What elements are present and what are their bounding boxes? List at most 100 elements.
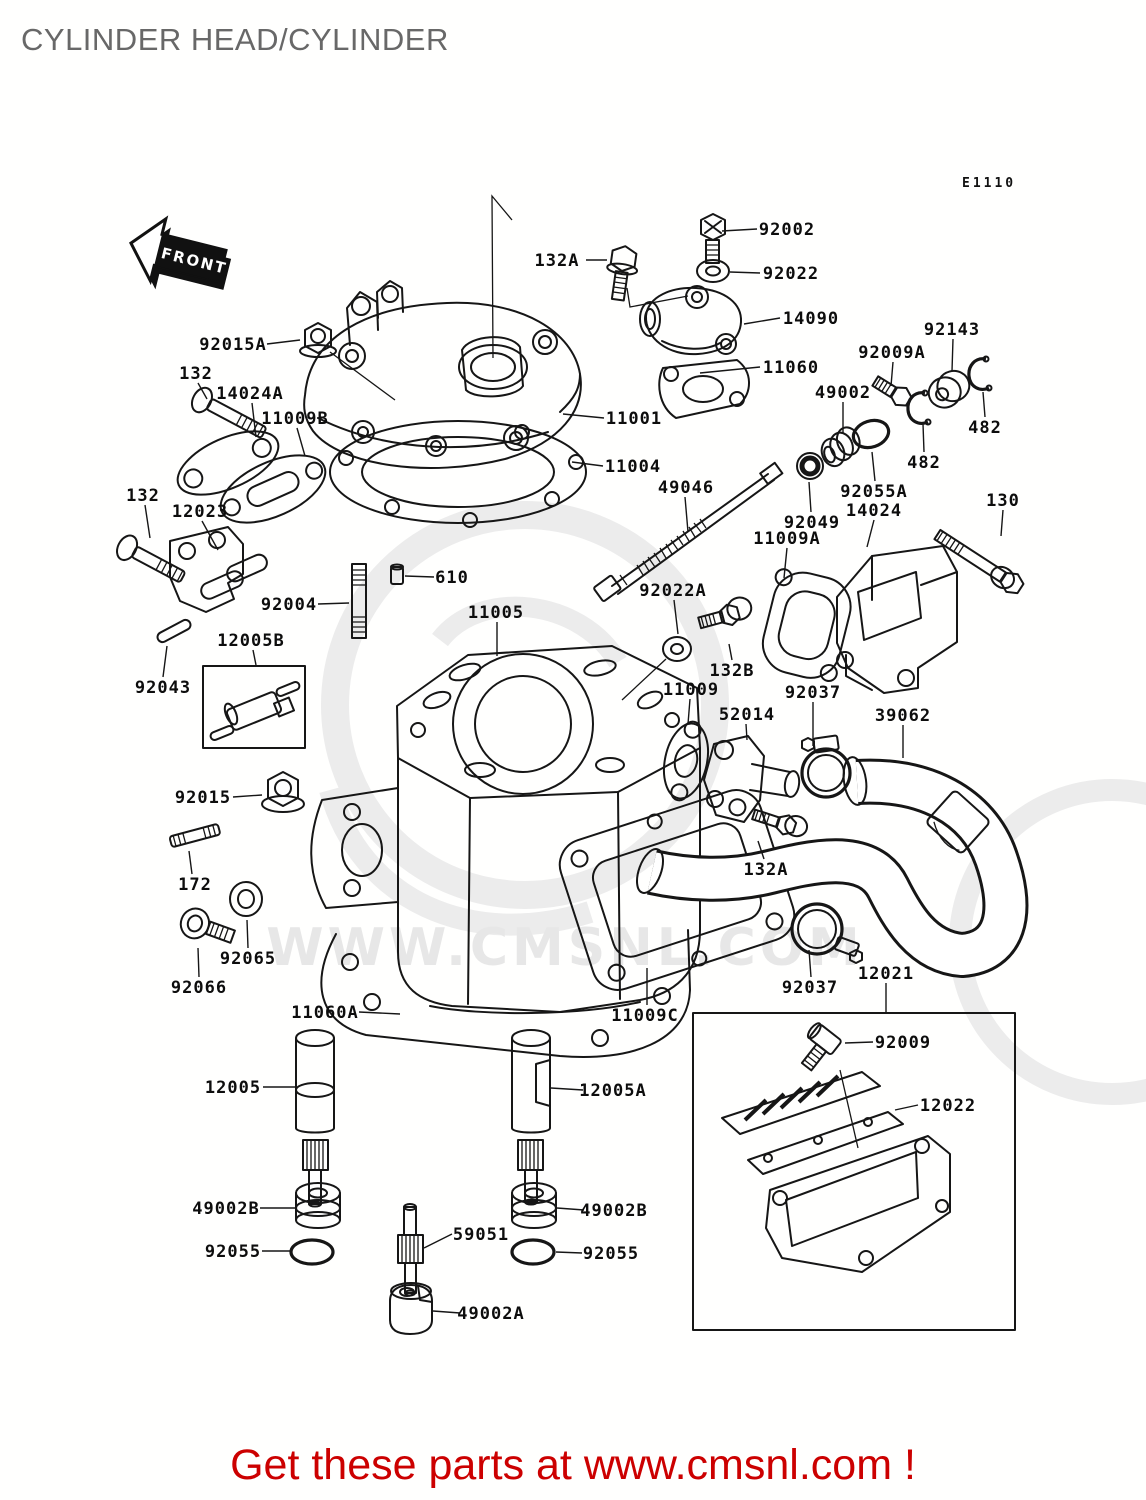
reed-block: [765, 1135, 951, 1273]
actuator-box-12005B: [202, 665, 306, 749]
bolt-132A-lower: [751, 808, 809, 838]
part-label-49002a-43[interactable]: 49002A: [457, 1304, 524, 1324]
part-label-92015-48[interactable]: 92015: [175, 788, 231, 808]
part-label-39062-29[interactable]: 39062: [875, 706, 931, 726]
leader-line-92066: [197, 947, 200, 978]
leader-line-12005b: [252, 649, 257, 666]
part-label-49002-20[interactable]: 49002: [815, 383, 871, 403]
leader-line-92022a: [673, 599, 679, 635]
part-label-11060a-52[interactable]: 11060A: [291, 1003, 358, 1023]
part-label-92009-34[interactable]: 92009: [875, 1033, 931, 1053]
cover-plate-14024A: [176, 430, 280, 496]
hose-clamp-92037-top: [800, 734, 852, 799]
leader-line-92002: [721, 228, 758, 232]
part-label-132a-30[interactable]: 132A: [744, 860, 789, 880]
part-label-92055-42[interactable]: 92055: [583, 1244, 639, 1264]
reed-plate-12022: [747, 1111, 904, 1175]
gear-59051: [397, 1203, 424, 1297]
part-label-92022a-24[interactable]: 92022A: [639, 581, 706, 601]
o-ring-92055-right: [510, 1238, 556, 1266]
part-label-11009-26[interactable]: 11009: [663, 680, 719, 700]
bolt-92066: [179, 907, 236, 944]
part-label-92022-1[interactable]: 92022: [763, 264, 819, 284]
part-label-12023-12[interactable]: 12023: [172, 502, 228, 522]
part-label-92065-50[interactable]: 92065: [220, 949, 276, 969]
leader-line-59051: [423, 1233, 453, 1249]
part-label-92004-44[interactable]: 92004: [261, 595, 317, 615]
leader-line-92037: [808, 949, 812, 978]
washer-49002B-left: [295, 1182, 341, 1229]
part-label-12005a-37[interactable]: 12005A: [579, 1081, 646, 1101]
part-label-49002b-40[interactable]: 49002B: [580, 1201, 647, 1221]
part-label-12021-32[interactable]: 12021: [858, 964, 914, 984]
part-label-11001-9[interactable]: 11001: [606, 409, 662, 429]
part-label-92055a-16[interactable]: 92055A: [840, 482, 907, 502]
leader-line-14090: [743, 317, 781, 325]
part-label-12005-36[interactable]: 12005: [205, 1078, 261, 1098]
leader-line-92009: [844, 1041, 874, 1044]
part-label-92143-19[interactable]: 92143: [924, 320, 980, 340]
part-label-11009a-15[interactable]: 11009A: [753, 529, 820, 549]
bracket-12023: [169, 526, 268, 613]
part-label-132b-25[interactable]: 132B: [710, 661, 755, 681]
o-ring-92055-left: [289, 1238, 335, 1266]
part-label-11009b-8[interactable]: 11009B: [261, 409, 328, 429]
bolt-132A-top: [606, 245, 639, 302]
part-label-14024-17[interactable]: 14024: [846, 501, 902, 521]
part-label-92037-28[interactable]: 92037: [785, 683, 841, 703]
part-label-92049-14[interactable]: 92049: [784, 513, 840, 533]
part-label-482-22[interactable]: 482: [907, 453, 941, 473]
part-label-12005b-46[interactable]: 12005B: [217, 631, 284, 651]
part-label-92037-31[interactable]: 92037: [782, 978, 838, 998]
part-label-49002b-38[interactable]: 49002B: [192, 1199, 259, 1219]
part-label-132-6[interactable]: 132: [179, 364, 213, 384]
flange-nut-92015A: [299, 322, 337, 358]
part-label-11009c-33[interactable]: 11009C: [611, 1006, 678, 1026]
part-label-132-11[interactable]: 132: [126, 486, 160, 506]
gasket-11060: [658, 359, 750, 419]
washer-92022: [696, 259, 730, 283]
part-label-14024a-7[interactable]: 14024A: [216, 384, 283, 404]
part-label-92009a-18[interactable]: 92009A: [858, 343, 925, 363]
part-label-92043-47[interactable]: 92043: [135, 678, 191, 698]
leader-line-49002a: [432, 1310, 461, 1314]
part-label-11060-3[interactable]: 11060: [763, 358, 819, 378]
part-label-14090-2[interactable]: 14090: [783, 309, 839, 329]
part-label-92015a-5[interactable]: 92015A: [199, 335, 266, 355]
part-label-59051-39[interactable]: 59051: [453, 1225, 509, 1245]
leader-line-132b: [728, 643, 733, 661]
circlip-482-upper: [967, 355, 993, 392]
leader-line-92065: [246, 919, 249, 949]
oil-seal-92049: [796, 452, 824, 480]
part-label-52014-27[interactable]: 52014: [719, 705, 775, 725]
part-label-49046-13[interactable]: 49046: [658, 478, 714, 498]
part-label-482-21[interactable]: 482: [968, 418, 1002, 438]
part-label-11004-10[interactable]: 11004: [605, 457, 661, 477]
front-arrow: FRONT: [129, 215, 232, 290]
part-labels: 92002920221409011060132A92015A13214024A1…: [126, 220, 1020, 1324]
part-label-130-23[interactable]: 130: [986, 491, 1020, 511]
head-gasket-11004: [329, 420, 587, 528]
part-label-172-49[interactable]: 172: [178, 875, 212, 895]
flange-nut-92015: [261, 771, 305, 813]
part-label-610-45[interactable]: 610: [435, 568, 469, 588]
footer-banner: Get these parts at www.cmsnl.com !: [230, 1441, 916, 1489]
stud-172: [168, 823, 221, 848]
washer-92065: [229, 881, 263, 917]
water-outlet-52014: [703, 735, 801, 823]
bushing-49002: [820, 426, 861, 468]
part-label-92055-41[interactable]: 92055: [205, 1242, 261, 1262]
leader-line-11060: [699, 366, 761, 374]
reed-stopper-plate: [721, 1071, 881, 1135]
part-label-12022-35[interactable]: 12022: [920, 1096, 976, 1116]
gasket-11009: [662, 720, 710, 802]
power-valve-12005: [295, 1029, 335, 1208]
part-label-92002-0[interactable]: 92002: [759, 220, 815, 240]
leader-line-172: [188, 850, 193, 875]
hose-clamp-92037-bottom: [790, 902, 863, 964]
part-label-132a-4[interactable]: 132A: [535, 251, 580, 271]
part-label-92066-51[interactable]: 92066: [171, 978, 227, 998]
part-label-11005-53[interactable]: 11005: [468, 603, 524, 623]
thermostat-cap-14090: [639, 285, 743, 356]
